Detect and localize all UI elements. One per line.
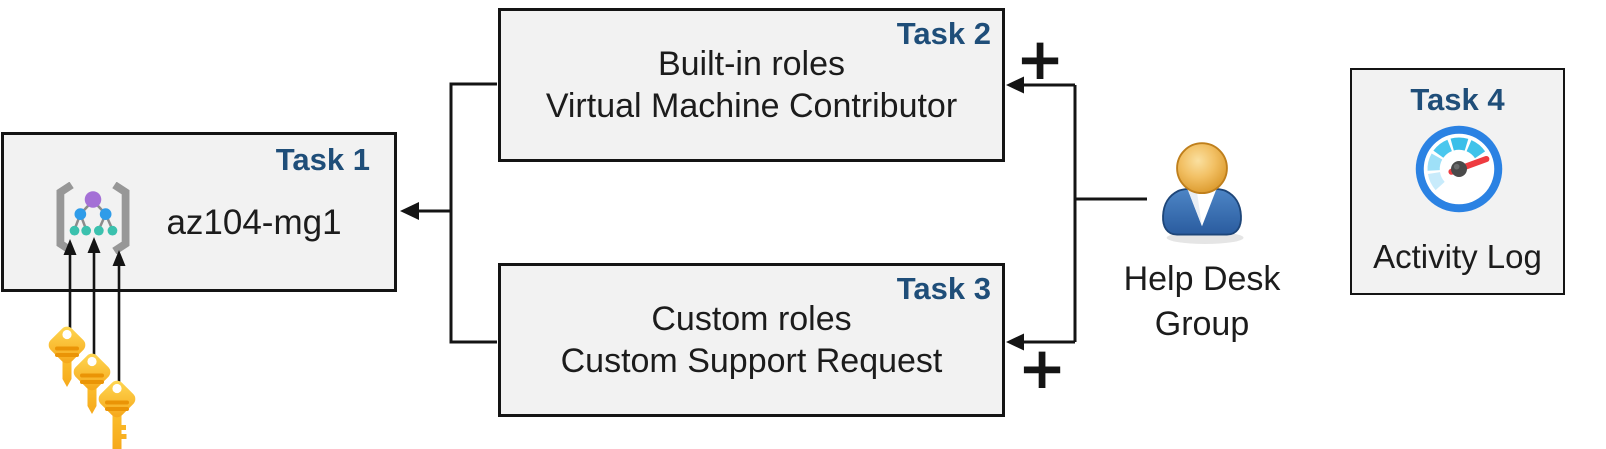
arrowhead-task1 bbox=[400, 202, 419, 220]
task1-box: Task 1 az104-mg1 bbox=[1, 132, 397, 292]
task3-label: Task 3 bbox=[896, 271, 991, 306]
task3-text: Custom roles Custom Support Request bbox=[501, 266, 1002, 414]
task1-label: Task 1 bbox=[275, 142, 370, 177]
task2-label: Task 2 bbox=[896, 16, 991, 51]
task2-line1: Built-in roles bbox=[657, 45, 846, 83]
actor-caption: Help Desk Group bbox=[1077, 257, 1327, 347]
left-bracket-line bbox=[449, 82, 497, 344]
management-group-icon bbox=[56, 182, 130, 254]
task1-title: az104-mg1 bbox=[166, 203, 342, 242]
plus-sign-top: + bbox=[1015, 25, 1065, 93]
task2-box: Task 2 Built-in roles Virtual Machine Co… bbox=[498, 8, 1005, 162]
actor-caption-line1: Help Desk bbox=[1123, 260, 1281, 298]
task2-text: Built-in roles Virtual Machine Contribut… bbox=[501, 11, 1002, 159]
actor-caption-line2: Group bbox=[1154, 305, 1250, 343]
plus-sign-bottom: + bbox=[1017, 334, 1067, 402]
task3-line1: Custom roles bbox=[651, 300, 852, 338]
key-3 bbox=[98, 380, 136, 449]
task2-line2: Virtual Machine Contributor bbox=[545, 87, 958, 125]
task3-box: Task 3 Custom roles Custom Support Reque… bbox=[498, 263, 1005, 417]
person-icon bbox=[1162, 142, 1244, 244]
activity-log-gauge-icon bbox=[1415, 125, 1503, 213]
task3-line2: Custom Support Request bbox=[560, 342, 943, 380]
task4-box: Task 4 Activity Log bbox=[1350, 68, 1565, 295]
keys-icon bbox=[45, 323, 136, 449]
task4-caption: Activity Log bbox=[1373, 238, 1542, 275]
task4-label: Task 4 bbox=[1410, 82, 1505, 117]
